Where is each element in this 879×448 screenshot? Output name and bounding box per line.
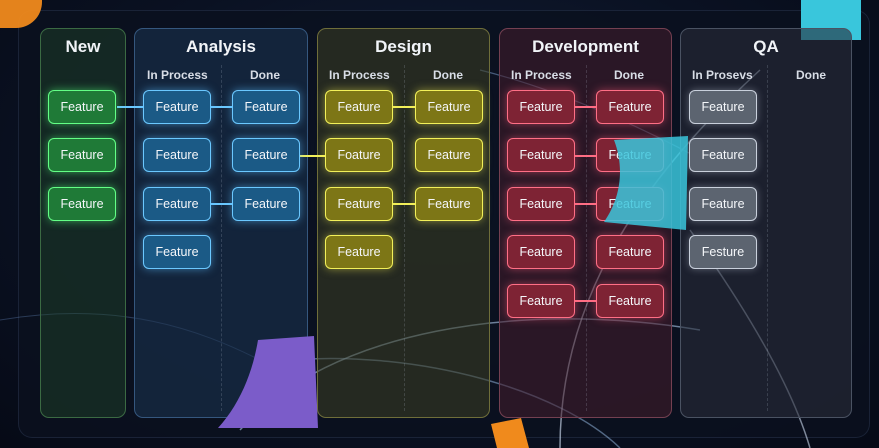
- feature-card[interactable]: Feature: [507, 138, 575, 172]
- feature-card[interactable]: Foature: [325, 138, 393, 172]
- feature-card[interactable]: Feature: [48, 187, 116, 221]
- feature-card[interactable]: Feature: [48, 138, 116, 172]
- feature-card[interactable]: Festure: [689, 235, 757, 269]
- subheader-in-process: In Process: [511, 68, 572, 82]
- feature-card[interactable]: Feature: [415, 138, 483, 172]
- feature-card[interactable]: Feature: [143, 90, 211, 124]
- feature-card[interactable]: Feature: [232, 90, 300, 124]
- feature-card[interactable]: Feature: [689, 138, 757, 172]
- card-connector: [392, 203, 416, 205]
- feature-card[interactable]: Feature: [143, 187, 211, 221]
- feature-card[interactable]: Feature: [325, 187, 393, 221]
- card-connector: [211, 106, 233, 108]
- column-new: New: [40, 28, 126, 418]
- column-design: Design In Process Done: [317, 28, 490, 418]
- orange-shape: [491, 418, 529, 448]
- card-connector: [574, 155, 598, 157]
- feature-card[interactable]: Feature: [507, 284, 575, 318]
- feature-card[interactable]: Feature: [507, 187, 575, 221]
- subheader-done: Done: [614, 68, 644, 82]
- cyan-shape: [604, 136, 688, 230]
- column-divider: [767, 65, 768, 411]
- feature-card[interactable]: Feature: [232, 187, 300, 221]
- feature-card[interactable]: Feature: [325, 90, 393, 124]
- column-title: New: [65, 37, 101, 56]
- card-connector: [392, 106, 416, 108]
- column-title: Development: [532, 37, 639, 56]
- column-title: Analysis: [186, 37, 256, 56]
- feature-card[interactable]: Feature: [507, 235, 575, 269]
- feature-card[interactable]: Feature: [415, 90, 483, 124]
- subheader-in-process: In Process: [329, 68, 390, 82]
- column-divider: [404, 65, 405, 411]
- column-qa: QA In Prosevs Done: [680, 28, 852, 418]
- column-title: Design: [375, 37, 432, 56]
- feature-card[interactable]: Feature: [143, 235, 211, 269]
- feature-card[interactable]: Feature: [689, 187, 757, 221]
- card-connector: [574, 203, 598, 205]
- subheader-in-process: In Process: [147, 68, 208, 82]
- card-connector: [117, 106, 144, 108]
- card-connector: [574, 106, 598, 108]
- subheader-in-process: In Prosevs: [692, 68, 753, 82]
- feature-card[interactable]: Feature: [415, 187, 483, 221]
- feature-card[interactable]: Feature: [48, 90, 116, 124]
- feature-card[interactable]: Feature: [143, 138, 211, 172]
- card-connector: [211, 203, 233, 205]
- feature-card[interactable]: Feature: [596, 235, 664, 269]
- card-connector: [574, 300, 598, 302]
- feature-card[interactable]: Feature: [325, 235, 393, 269]
- feature-card[interactable]: Feature: [596, 90, 664, 124]
- feature-card[interactable]: Feature: [689, 90, 757, 124]
- feature-card[interactable]: Feature: [232, 138, 300, 172]
- column-title: QA: [753, 37, 779, 56]
- feature-card[interactable]: Feature: [596, 284, 664, 318]
- purple-shape: [218, 336, 318, 428]
- subheader-done: Done: [250, 68, 280, 82]
- column-divider: [221, 65, 222, 411]
- column-divider: [586, 65, 587, 411]
- subheader-done: Done: [433, 68, 463, 82]
- subheader-done: Done: [796, 68, 826, 82]
- card-connector: [300, 155, 326, 157]
- feature-card[interactable]: Feature: [507, 90, 575, 124]
